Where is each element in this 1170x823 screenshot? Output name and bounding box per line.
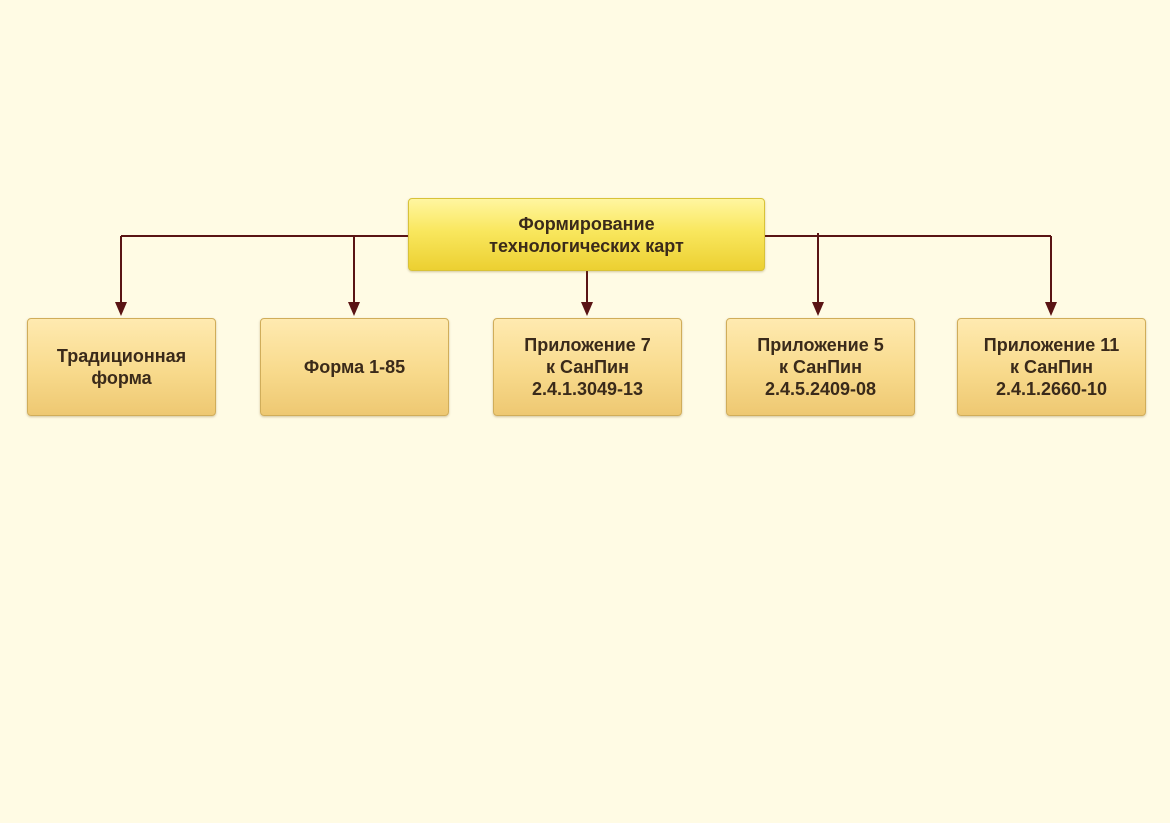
child-node-form-1-85: Форма 1-85 [260, 318, 449, 416]
arrowhead-child-3 [581, 302, 593, 316]
arrowhead-child-2 [348, 302, 360, 316]
arrowhead-child-5 [1045, 302, 1057, 316]
child-node-appendix-5: Приложение 5 к СанПин 2.4.5.2409-08 [726, 318, 915, 416]
child-node-traditional-form: Традиционная форма [27, 318, 216, 416]
child-node-label: Приложение 11 к СанПин 2.4.1.2660-10 [983, 335, 1120, 399]
child-node-appendix-11: Приложение 11 к СанПин 2.4.1.2660-10 [957, 318, 1146, 416]
child-node-appendix-7: Приложение 7 к СанПин 2.4.1.3049-13 [493, 318, 682, 416]
child-node-label: Приложение 7 к СанПин 2.4.1.3049-13 [524, 335, 651, 399]
child-node-label: Форма 1-85 [303, 357, 406, 377]
root-node-label: Формирование технологических карт [489, 213, 684, 256]
child-node-label: Традиционная форма [56, 346, 187, 388]
arrowhead-child-1 [115, 302, 127, 316]
child-node-label: Приложение 5 к СанПин 2.4.5.2409-08 [757, 335, 884, 399]
root-node: Формирование технологических карт [408, 198, 765, 271]
arrowhead-child-4 [812, 302, 824, 316]
